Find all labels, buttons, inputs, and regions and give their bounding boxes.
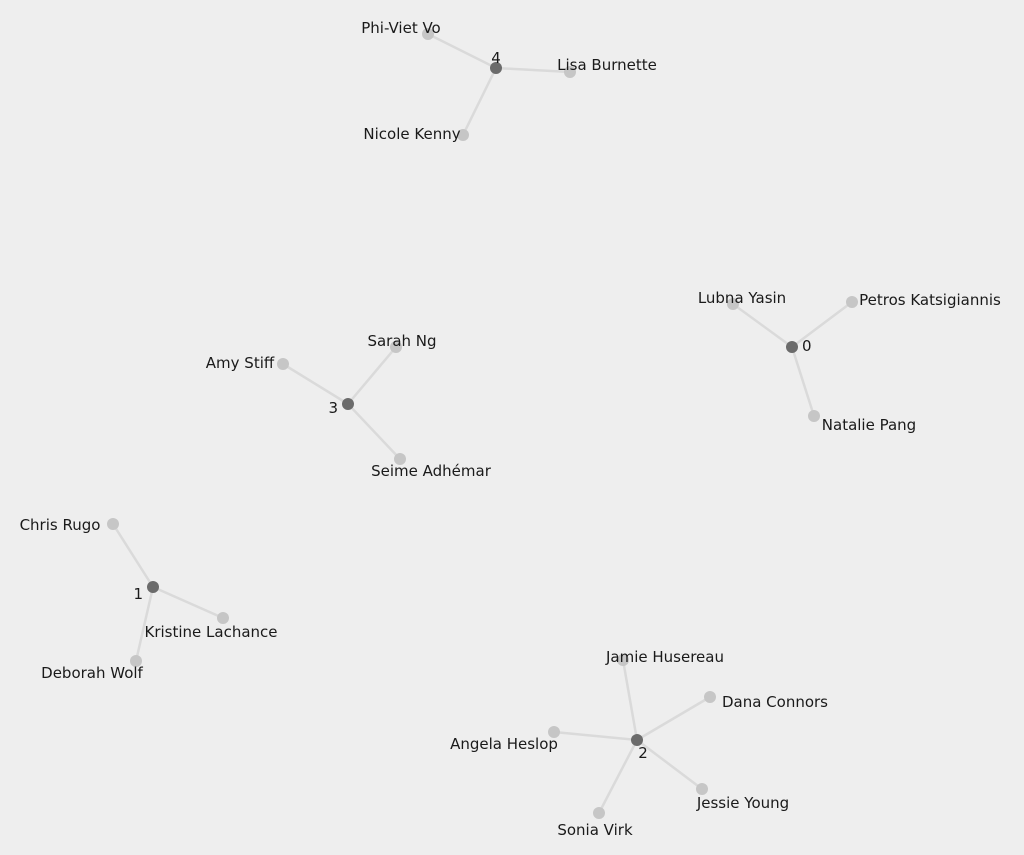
person-node-sonia-virk[interactable] (593, 807, 605, 819)
cluster-id-label-3: 3 (328, 399, 338, 417)
person-node-lubna-yasin[interactable] (727, 298, 739, 310)
person-label-phi-viet-vo: Phi-Viet Vo (361, 19, 441, 37)
cluster-hub-node-0[interactable] (786, 341, 798, 353)
person-node-jamie-husereau[interactable] (617, 654, 629, 666)
person-label-petros-katsigiannis: Petros Katsigiannis (859, 291, 1001, 309)
edge-cluster-3-sarah-ng (347, 346, 397, 405)
cluster-id-label-0: 0 (802, 337, 812, 355)
edge-cluster-2-sonia-virk (597, 739, 639, 814)
edge-cluster-3-seime-adhemar (347, 403, 401, 460)
edge-cluster-4-phi-viet-vo (427, 32, 497, 70)
edge-cluster-0-petros-katsigiannis (791, 301, 853, 348)
cluster-hub-node-4[interactable] (490, 62, 502, 74)
person-label-natalie-pang: Natalie Pang (822, 416, 916, 434)
person-label-sonia-virk: Sonia Virk (557, 821, 633, 839)
person-node-phi-viet-vo[interactable] (422, 28, 434, 40)
person-node-nicole-kenny[interactable] (457, 129, 469, 141)
person-node-natalie-pang[interactable] (808, 410, 820, 422)
person-label-kristine-lachance: Kristine Lachance (144, 623, 277, 641)
edge-cluster-1-deborah-wolf (134, 586, 155, 662)
person-node-dana-connors[interactable] (704, 691, 716, 703)
edge-cluster-2-jessie-young (636, 739, 703, 790)
person-node-amy-stiff[interactable] (277, 358, 289, 370)
cluster-id-label-1: 1 (133, 585, 143, 603)
person-label-jamie-husereau: Jamie Husereau (605, 648, 724, 666)
person-label-nicole-kenny: Nicole Kenny (363, 125, 460, 143)
person-label-dana-connors: Dana Connors (722, 693, 828, 711)
person-label-lisa-burnette: Lisa Burnette (557, 56, 657, 74)
person-label-jessie-young: Jessie Young (696, 794, 789, 812)
edge-cluster-2-jamie-husereau (621, 659, 639, 741)
edge-cluster-2-angela-heslop (553, 730, 638, 742)
edge-cluster-1-kristine-lachance (152, 585, 224, 620)
person-label-angela-heslop: Angela Heslop (450, 735, 558, 753)
edge-cluster-4-lisa-burnette (495, 66, 571, 74)
person-label-deborah-wolf: Deborah Wolf (41, 664, 143, 682)
cluster-id-label-4: 4 (491, 49, 501, 67)
person-node-sarah-ng[interactable] (390, 341, 402, 353)
nodes-layer (107, 28, 858, 819)
edge-cluster-0-lubna-yasin (732, 302, 793, 349)
person-node-angela-heslop[interactable] (548, 726, 560, 738)
person-node-lisa-burnette[interactable] (564, 66, 576, 78)
person-node-deborah-wolf[interactable] (130, 655, 142, 667)
person-node-chris-rugo[interactable] (107, 518, 119, 530)
edge-cluster-0-natalie-pang (790, 346, 816, 417)
cluster-hub-node-1[interactable] (147, 581, 159, 593)
cluster-id-label-2: 2 (638, 744, 648, 762)
person-node-kristine-lachance[interactable] (217, 612, 229, 624)
edge-cluster-4-nicole-kenny (461, 67, 498, 136)
person-label-amy-stiff: Amy Stiff (206, 354, 275, 372)
person-node-seime-adhemar[interactable] (394, 453, 406, 465)
cluster-hub-node-2[interactable] (631, 734, 643, 746)
person-label-chris-rugo: Chris Rugo (20, 516, 101, 534)
person-node-jessie-young[interactable] (696, 783, 708, 795)
person-label-sarah-ng: Sarah Ng (367, 332, 436, 350)
edges-layer (111, 32, 853, 814)
person-label-seime-adhemar: Seime Adhémar (371, 462, 492, 480)
edge-cluster-2-dana-connors (636, 695, 711, 742)
person-node-petros-katsigiannis[interactable] (846, 296, 858, 308)
edge-cluster-3-amy-stiff (282, 362, 349, 406)
cluster-hub-node-3[interactable] (342, 398, 354, 410)
person-label-lubna-yasin: Lubna Yasin (698, 289, 786, 307)
edge-cluster-1-chris-rugo (111, 523, 155, 588)
